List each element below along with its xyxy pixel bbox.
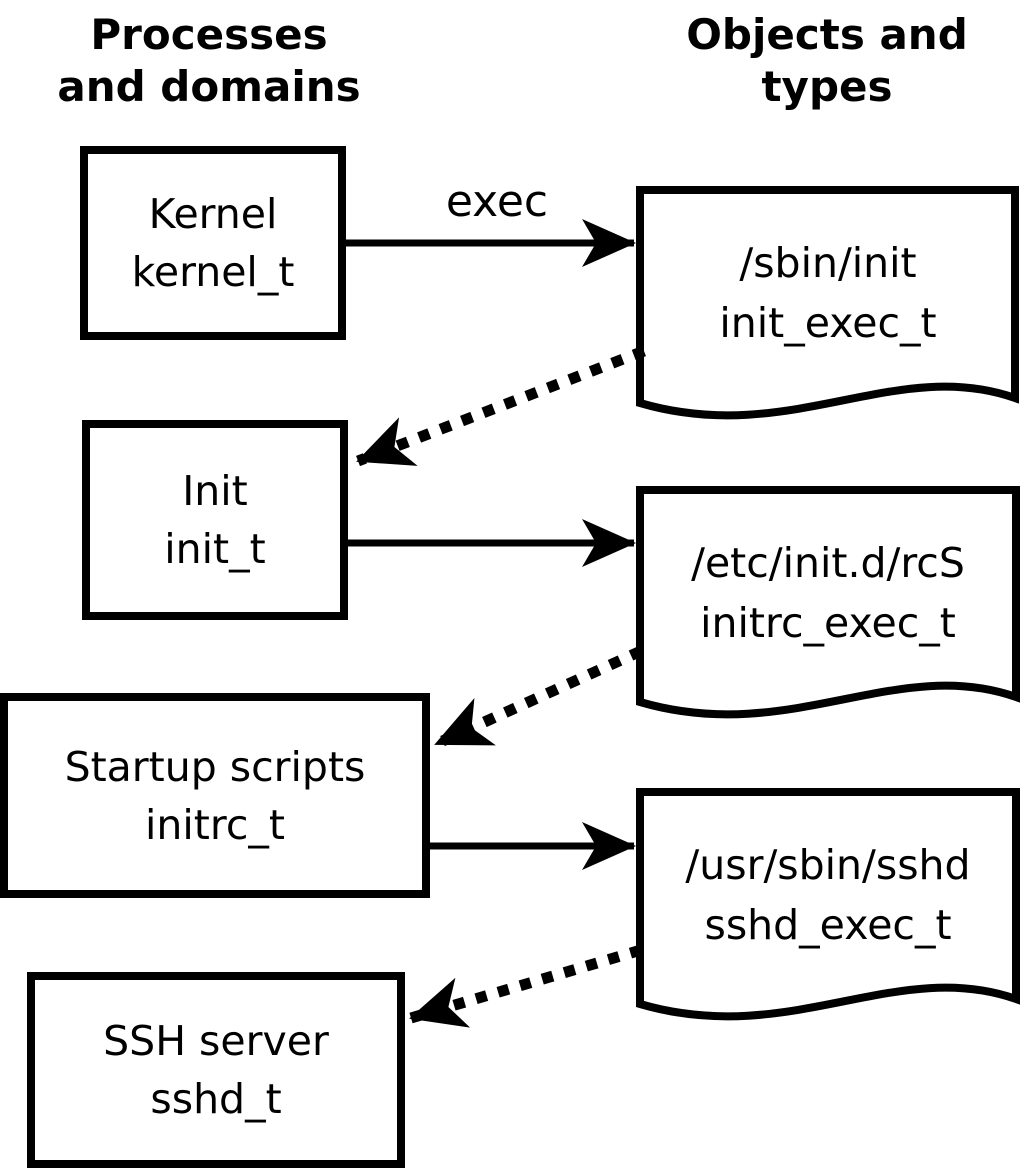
process-box-init: Init init_t (82, 420, 348, 620)
column-header-processes: Processes and domains (0, 9, 418, 113)
transition-arrow-rcs-to-initrc-t (433, 645, 644, 750)
object-doc-sbin-init: /sbin/init init_exec_t (640, 195, 1016, 390)
object-type: init_exec_t (719, 298, 937, 347)
object-doc-etc-initd-rcs: /etc/init.d/rcS initrc_exec_t (640, 495, 1016, 690)
process-box-startup-scripts: Startup scripts initrc_t (0, 693, 430, 898)
exec-arrow-label: exec (445, 176, 549, 227)
process-label: Kernel (148, 190, 278, 238)
column-header-objects: Objects and types (625, 9, 1024, 113)
column-header-objects-line2: types (761, 62, 893, 111)
process-domain-type: kernel_t (131, 248, 295, 296)
process-box-kernel: Kernel kernel_t (80, 146, 346, 340)
object-path: /usr/sbin/sshd (685, 840, 971, 889)
process-label: SSH server (103, 1017, 329, 1065)
process-label: Init (182, 467, 248, 515)
document-shape-etc-initd-rcs (636, 486, 1020, 719)
column-header-processes-line1: Processes (90, 10, 328, 59)
object-type: initrc_exec_t (700, 598, 956, 647)
column-header-processes-line2: and domains (57, 62, 361, 111)
process-box-ssh-server: SSH server sshd_t (27, 972, 405, 1168)
object-path: /sbin/init (739, 238, 917, 287)
object-path: /etc/init.d/rcS (691, 538, 965, 587)
object-doc-usr-sbin-sshd: /usr/sbin/sshd sshd_exec_t (640, 797, 1016, 992)
object-type: sshd_exec_t (704, 900, 952, 949)
column-header-objects-line1: Objects and (686, 10, 968, 59)
process-domain-type: initrc_t (145, 800, 285, 849)
transition-arrow-sbin-init-to-init-t (356, 345, 646, 467)
document-shape-usr-sbin-sshd (636, 788, 1020, 1021)
transition-arrow-sshd-to-sshd-t (409, 944, 643, 1028)
document-shape-sbin-init (636, 186, 1019, 420)
process-domain-type: sshd_t (150, 1075, 282, 1123)
process-domain-type: init_t (164, 525, 266, 573)
process-label: Startup scripts (64, 742, 366, 791)
